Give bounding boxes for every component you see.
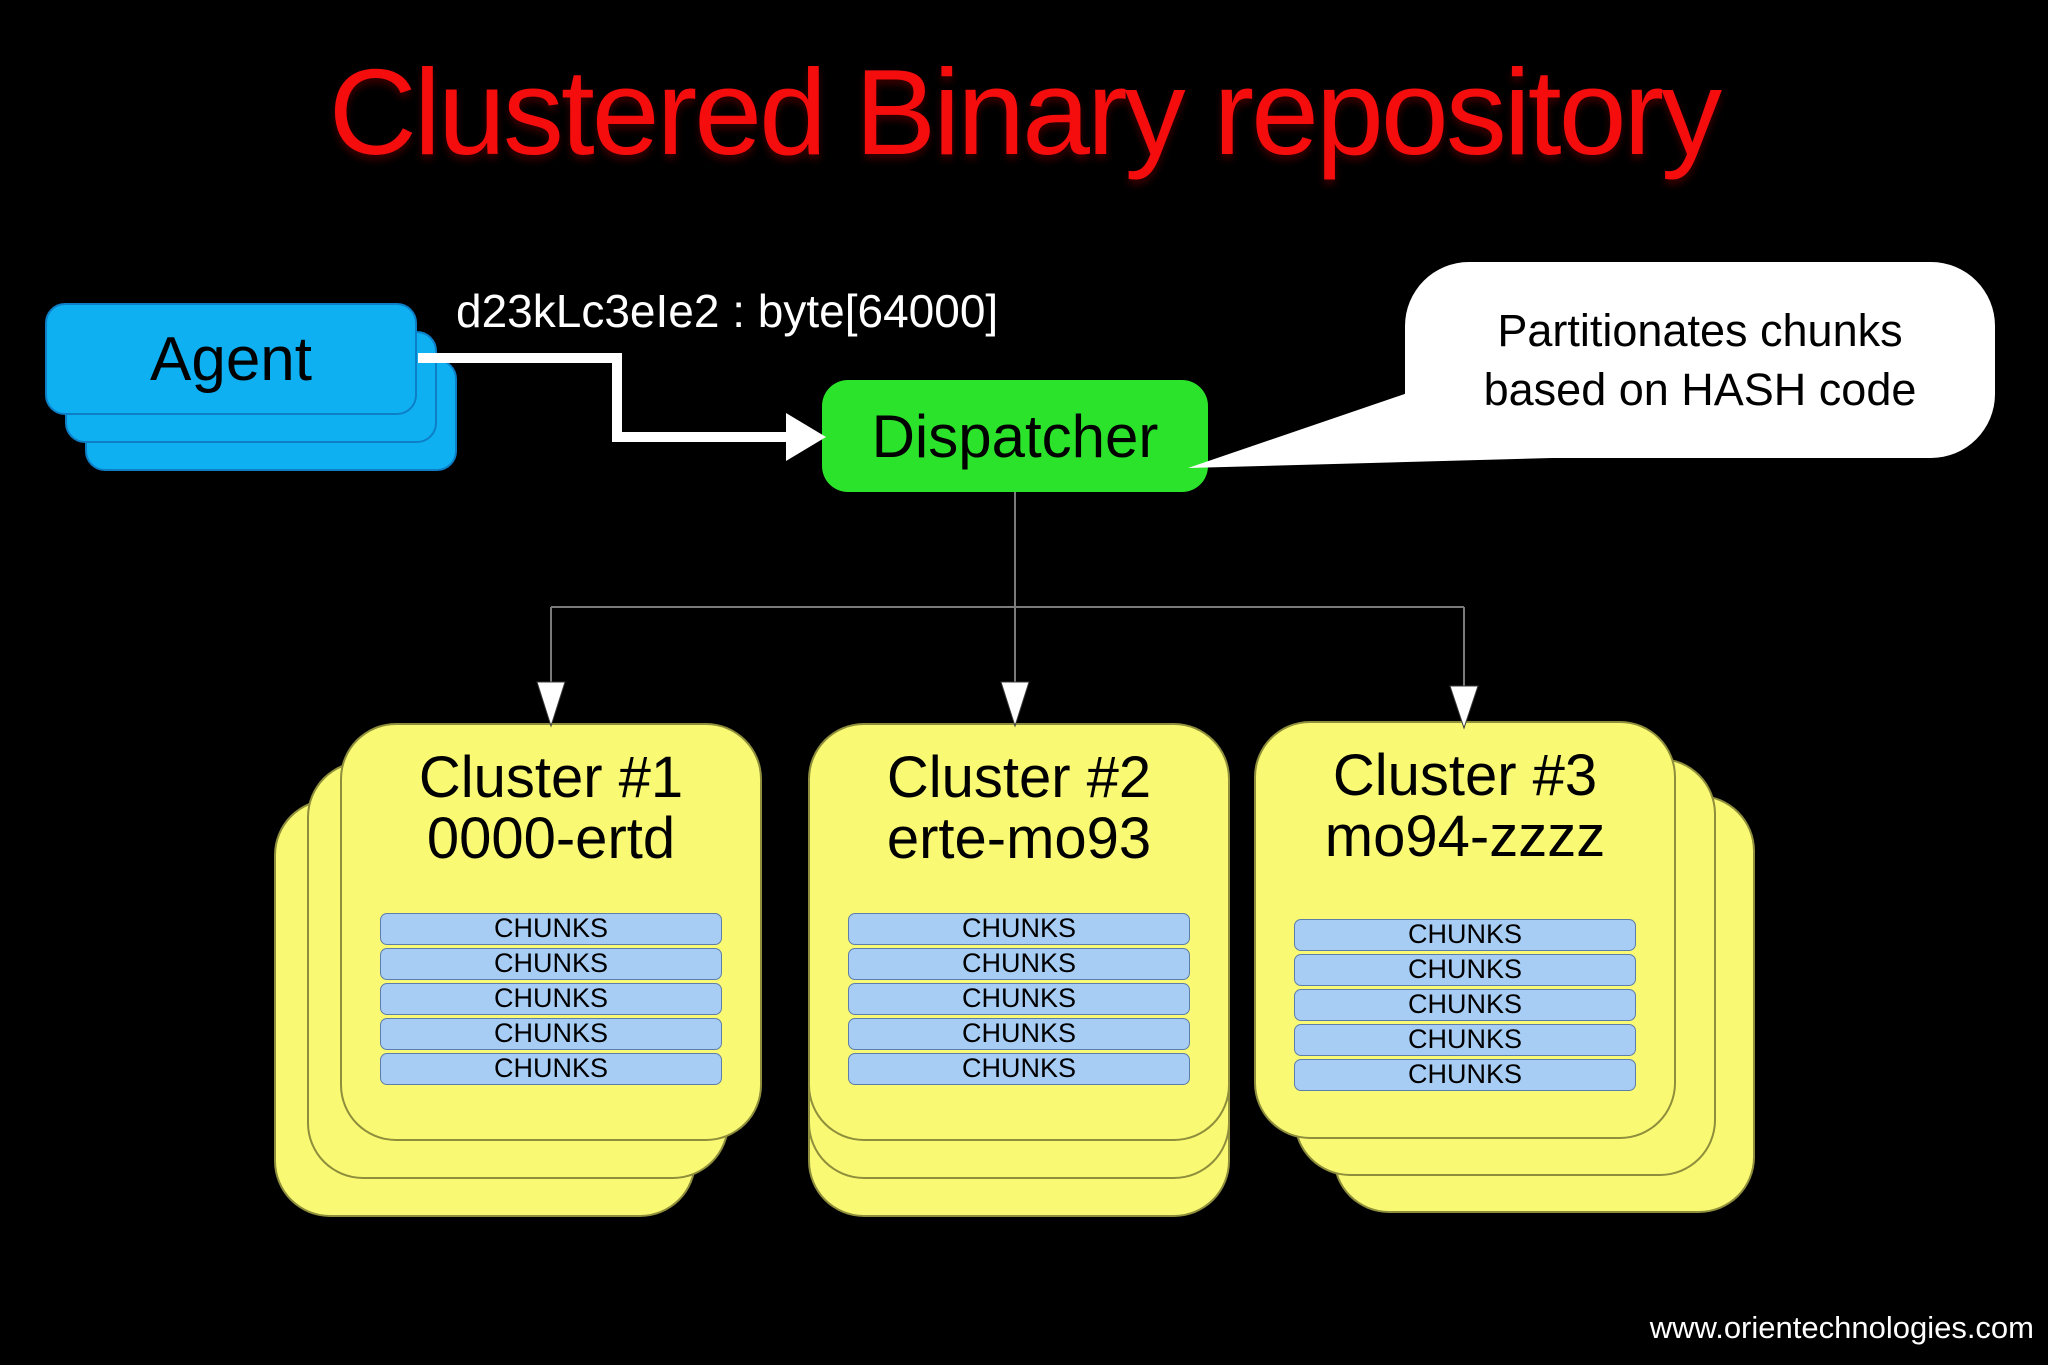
arrowhead-cluster-2-icon: [1000, 681, 1030, 728]
cluster-2-range: erte-mo93: [886, 806, 1152, 872]
cluster-stack-3: Cluster #3 mo94-zzzz CHUNKS CHUNKS CHUNK…: [1254, 721, 1755, 1213]
agent-box: Agent: [45, 303, 417, 415]
callout-line-2: based on HASH code: [1483, 364, 1917, 415]
chunk-row: CHUNKS: [1294, 919, 1636, 951]
slide-title: Clustered Binary repository: [328, 44, 1722, 180]
cluster-stack-1: Cluster #1 0000-ertd CHUNKS CHUNKS CHUNK…: [274, 723, 762, 1217]
chunk-row: CHUNKS: [848, 983, 1190, 1015]
dispatcher-to-clusters-connector: [550, 492, 1465, 690]
agent-to-dispatcher-arrow: [418, 353, 786, 442]
chunk-row: CHUNKS: [1294, 989, 1636, 1021]
cluster-3-card: Cluster #3 mo94-zzzz CHUNKS CHUNKS CHUNK…: [1254, 721, 1676, 1139]
cluster-2-chunk-list: CHUNKS CHUNKS CHUNKS CHUNKS CHUNKS: [848, 913, 1190, 1085]
chunk-row: CHUNKS: [380, 913, 722, 945]
cluster-1-chunk-list: CHUNKS CHUNKS CHUNKS CHUNKS CHUNKS: [380, 913, 722, 1085]
cluster-2-name: Cluster #2: [886, 745, 1152, 810]
footer-url: www.orientechnologies.com: [1649, 1310, 2034, 1345]
chunk-row: CHUNKS: [848, 913, 1190, 945]
callout-line-1: Partitionates chunks: [1497, 304, 1903, 356]
chunk-row: CHUNKS: [1294, 954, 1636, 986]
cluster-3-chunk-list: CHUNKS CHUNKS CHUNKS CHUNKS CHUNKS: [1294, 919, 1636, 1091]
cluster-3-range: mo94-zzzz: [1324, 804, 1606, 870]
chunk-row: CHUNKS: [848, 948, 1190, 980]
chunk-row: CHUNKS: [848, 1018, 1190, 1050]
agent-to-dispatcher-arrowhead-icon: [786, 413, 826, 461]
cluster-3-name: Cluster #3: [1332, 743, 1598, 808]
chunk-row: CHUNKS: [380, 983, 722, 1015]
chunk-row: CHUNKS: [380, 1053, 722, 1085]
chunk-row: CHUNKS: [380, 1018, 722, 1050]
chunk-row: CHUNKS: [1294, 1024, 1636, 1056]
dispatcher-box: Dispatcher: [822, 380, 1208, 492]
cluster-2-card: Cluster #2 erte-mo93 CHUNKS CHUNKS CHUNK…: [808, 723, 1230, 1141]
chunk-row: CHUNKS: [380, 948, 722, 980]
callout-bubble: Partitionates chunks based on HASH code: [1405, 262, 1995, 458]
cluster-1-name: Cluster #1: [418, 745, 684, 810]
dispatcher-label: Dispatcher: [871, 402, 1159, 470]
request-label: d23kLc3eIe2 : byte[64000]: [456, 285, 999, 337]
chunk-row: CHUNKS: [848, 1053, 1190, 1085]
agent-label: Agent: [149, 324, 313, 394]
cluster-1-card: Cluster #1 0000-ertd CHUNKS CHUNKS CHUNK…: [340, 723, 762, 1141]
cluster-stack-2: Cluster #2 erte-mo93 CHUNKS CHUNKS CHUNK…: [808, 723, 1230, 1217]
arrowhead-cluster-1-icon: [536, 681, 566, 728]
cluster-1-range: 0000-ertd: [426, 806, 676, 872]
chunk-row: CHUNKS: [1294, 1059, 1636, 1091]
